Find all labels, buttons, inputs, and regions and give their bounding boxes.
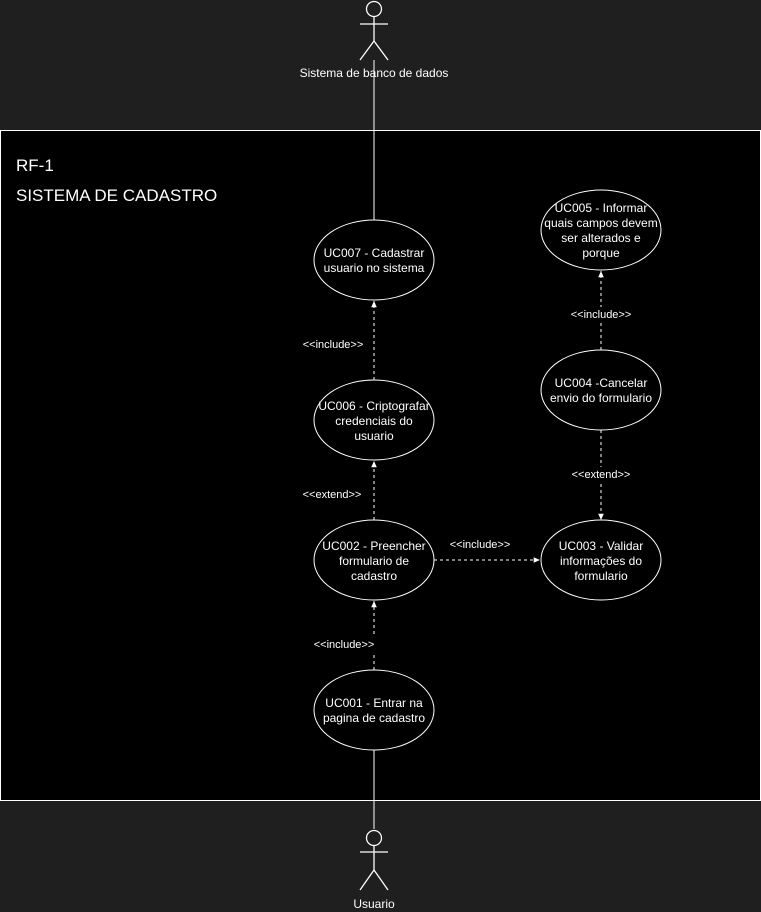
use-case-uc002[interactable]: UC002 - Preencher formulario de cadastro xyxy=(313,519,435,601)
uc006-line-2: credenciais do xyxy=(335,414,413,428)
system-title: SISTEMA DE CADASTRO xyxy=(16,186,217,205)
uc002-line-1: UC002 - Preencher xyxy=(322,539,425,553)
stick-figure-icon xyxy=(359,0,389,61)
uc007-line-2: usuario no sistema xyxy=(324,261,425,275)
relation-label-uc006-uc007: <<include>> xyxy=(303,339,364,351)
relation-label-uc002-uc003: <<include>> xyxy=(450,539,511,551)
uc003-line-2: informações do xyxy=(560,554,642,568)
uc003-line-3: formulario xyxy=(574,569,628,583)
use-case-uc003[interactable]: UC003 - Validar informações do formulari… xyxy=(540,519,662,601)
uc007-line-1: UC007 - Cadastrar xyxy=(324,246,425,260)
use-case-uc001[interactable]: UC001 - Entrar na pagina de cadastro xyxy=(313,669,435,751)
system-id: RF-1 xyxy=(16,156,54,175)
use-case-uc004[interactable]: UC004 -Cancelar envio do formulario xyxy=(540,349,662,431)
relation-label-uc004-uc003: <<extend>> xyxy=(572,469,631,481)
relation-label-uc001-uc002: <<include>> xyxy=(314,639,375,651)
uc002-line-2: formulario de xyxy=(339,554,409,568)
uc006-line-1: UC006 - Criptografar xyxy=(318,399,429,413)
uc004-line-1: UC004 -Cancelar xyxy=(555,376,648,390)
uc005-line-2: quais campos devem xyxy=(544,216,657,230)
actor-user[interactable]: Usuario xyxy=(353,829,395,912)
relation-label-uc002-uc006: <<extend>> xyxy=(303,489,362,501)
uc001-line-2: pagina de cadastro xyxy=(323,711,425,725)
actor-user-label: Usuario xyxy=(353,897,395,911)
uc005-line-1: UC005 - Informar xyxy=(555,201,648,215)
relation-label-uc004-uc005: <<include>> xyxy=(571,309,632,321)
actor-database-label: Sistema de banco de dados xyxy=(300,66,449,80)
uc003-line-1: UC003 - Validar xyxy=(559,539,643,553)
uc005-line-3: ser alterados e xyxy=(561,231,641,245)
uc002-line-3: cadastro xyxy=(351,569,397,583)
actor-database[interactable]: Sistema de banco de dados xyxy=(300,0,449,81)
use-case-uc007[interactable]: UC007 - Cadastrar usuario no sistema xyxy=(313,219,435,301)
use-case-uc005[interactable]: UC005 - Informar quais campos devem ser … xyxy=(540,189,662,271)
uc001-line-1: UC001 - Entrar na xyxy=(325,696,423,710)
uc005-line-4: porque xyxy=(582,246,620,260)
stick-figure-icon xyxy=(359,829,389,891)
uc006-line-3: usuario xyxy=(354,429,394,443)
uc004-line-2: envio do formulario xyxy=(550,391,652,405)
use-case-uc006[interactable]: UC006 - Criptografar credenciais do usua… xyxy=(313,379,435,461)
